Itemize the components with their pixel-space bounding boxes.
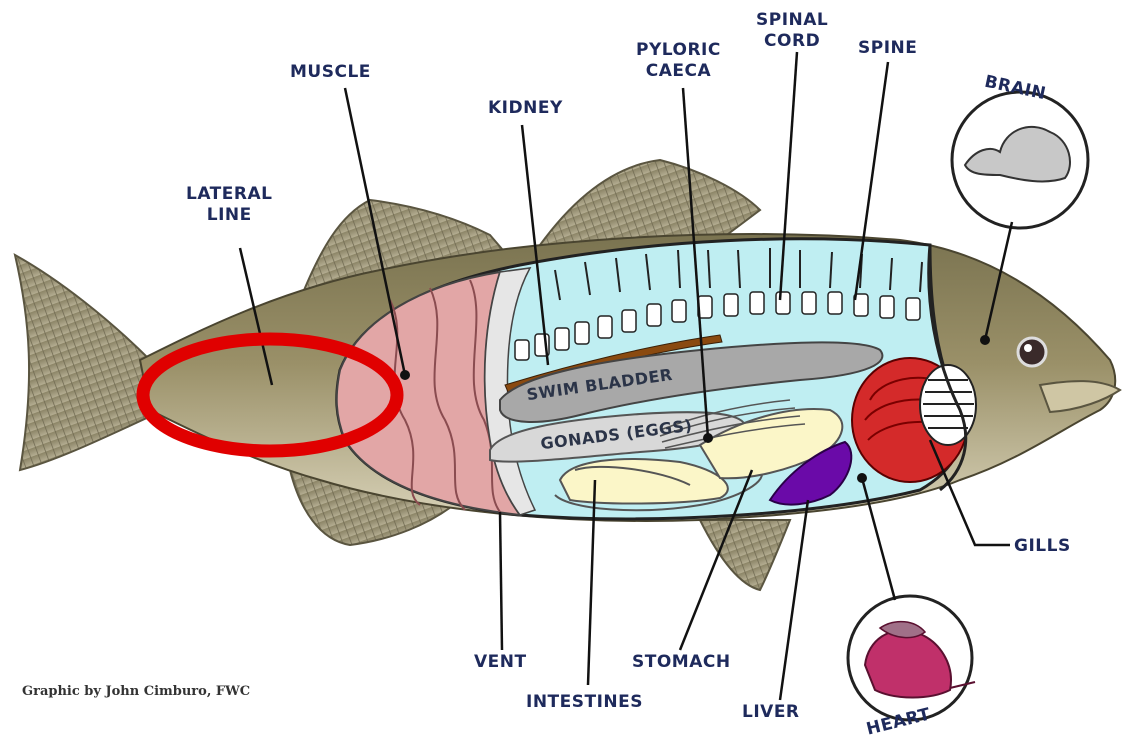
label-kidney: KIDNEY xyxy=(488,98,563,119)
dorsal-fin-soft xyxy=(540,160,760,245)
brain-callout xyxy=(952,92,1088,228)
label-spine: SPINE xyxy=(858,38,917,59)
label-gills: GILLS xyxy=(1014,536,1071,557)
label-vent: VENT xyxy=(474,652,527,673)
credit-text: Graphic by John Cimburo, FWC xyxy=(22,684,250,699)
label-muscle: MUSCLE xyxy=(290,62,371,83)
eye xyxy=(1018,338,1046,366)
label-intestines: INTESTINES xyxy=(526,692,643,713)
label-stomach: STOMACH xyxy=(632,652,731,673)
label-liver: LIVER xyxy=(742,702,800,723)
pelvic-fin xyxy=(700,520,790,590)
heart-callout xyxy=(848,596,975,720)
